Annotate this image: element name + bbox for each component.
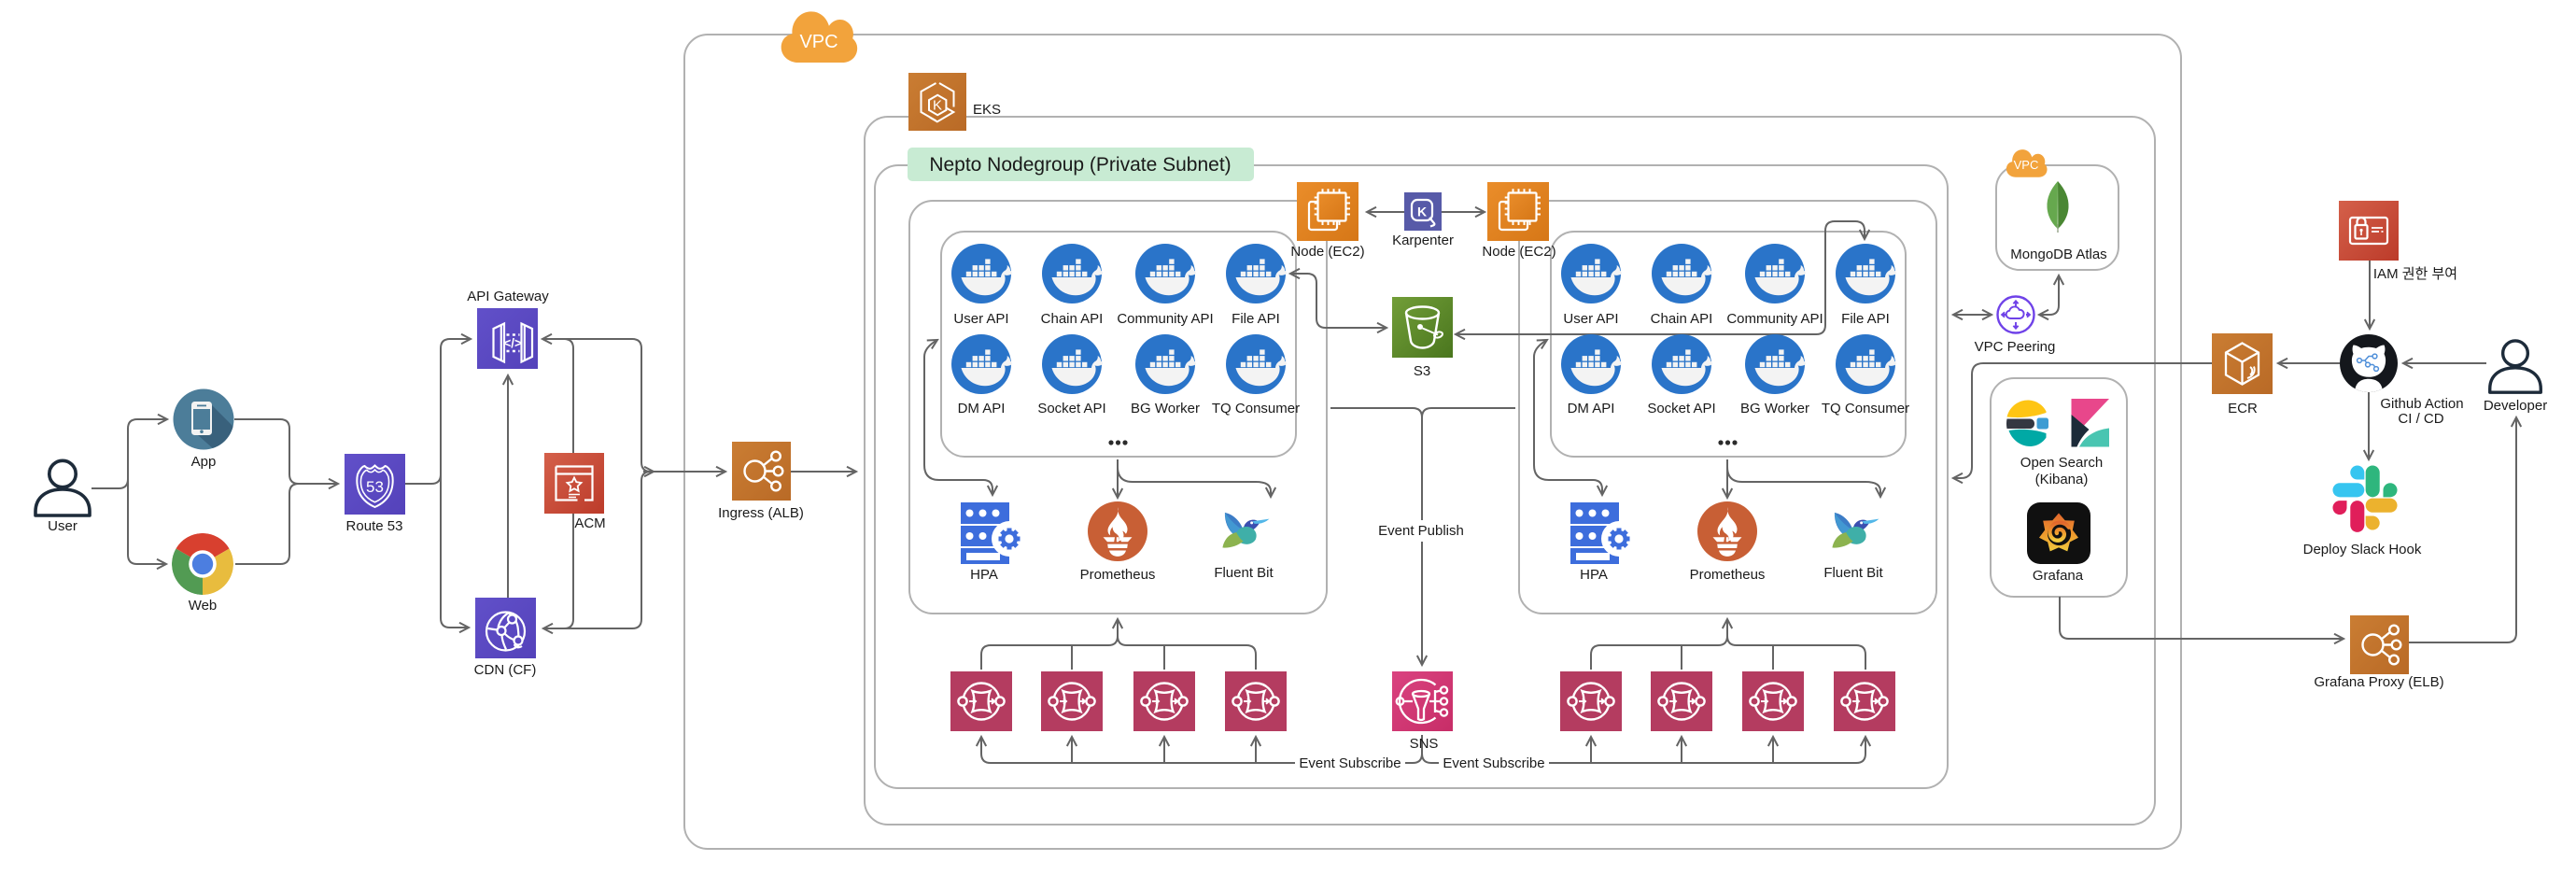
- svg-text:TQ Consumer: TQ Consumer: [1822, 401, 1909, 416]
- svg-text:Fluent Bit: Fluent Bit: [1214, 565, 1274, 581]
- svg-text:ECR: ECR: [2228, 401, 2258, 416]
- svg-text:CI / CD: CI / CD: [2398, 411, 2443, 427]
- svg-text:User: User: [48, 518, 77, 534]
- svg-text:API Gateway: API Gateway: [467, 289, 549, 304]
- svg-text:BG Worker: BG Worker: [1740, 401, 1809, 416]
- svg-text:DM API: DM API: [958, 401, 1006, 416]
- svg-text:Github Action: Github Action: [2380, 396, 2463, 412]
- svg-text:Event Publish: Event Publish: [1378, 523, 1464, 539]
- svg-text:Community API: Community API: [1117, 311, 1213, 327]
- svg-text:Grafana Proxy (ELB): Grafana Proxy (ELB): [2314, 674, 2443, 690]
- svg-text:EKS: EKS: [973, 102, 1001, 118]
- svg-text:K: K: [933, 98, 942, 114]
- svg-text:Prometheus: Prometheus: [1690, 567, 1766, 583]
- svg-text:BG Worker: BG Worker: [1131, 401, 1200, 416]
- svg-text:Deploy Slack Hook: Deploy Slack Hook: [2303, 542, 2422, 557]
- svg-text:HPA: HPA: [970, 567, 998, 583]
- svg-text:K: K: [1417, 205, 1427, 219]
- svg-text:Event Subscribe: Event Subscribe: [1299, 755, 1401, 771]
- svg-text:Chain API: Chain API: [1041, 311, 1104, 327]
- svg-text:Socket API: Socket API: [1037, 401, 1105, 416]
- svg-text:Route 53: Route 53: [346, 518, 403, 534]
- svg-text:53: 53: [366, 478, 384, 496]
- svg-text:Prometheus: Prometheus: [1080, 567, 1156, 583]
- svg-text:Open Search: Open Search: [2020, 455, 2103, 471]
- svg-text:App: App: [191, 454, 217, 470]
- svg-text:(Kibana): (Kibana): [2035, 472, 2089, 487]
- svg-text:Event Subscribe: Event Subscribe: [1443, 755, 1544, 771]
- svg-text:Karpenter: Karpenter: [1392, 233, 1454, 248]
- svg-text:Chain API: Chain API: [1651, 311, 1713, 327]
- svg-text:User API: User API: [953, 311, 1008, 327]
- svg-text:VPC: VPC: [799, 32, 838, 52]
- svg-text:</>: </>: [503, 336, 522, 350]
- svg-text:MongoDB Atlas: MongoDB Atlas: [2010, 247, 2106, 262]
- svg-text:Community API: Community API: [1726, 311, 1823, 327]
- svg-text:Nepto Nodegroup (Private Subne: Nepto Nodegroup (Private Subnet): [929, 154, 1231, 176]
- svg-text:Socket API: Socket API: [1647, 401, 1715, 416]
- svg-text:Fluent Bit: Fluent Bit: [1823, 565, 1883, 581]
- svg-text:VPC: VPC: [2014, 158, 2039, 172]
- svg-text:VPC Peering: VPC Peering: [1975, 339, 2056, 355]
- svg-text:User API: User API: [1563, 311, 1618, 327]
- svg-text:Node (EC2): Node (EC2): [1290, 244, 1364, 260]
- svg-text:Grafana: Grafana: [2033, 568, 2084, 584]
- svg-text:S3: S3: [1414, 363, 1430, 379]
- svg-text:CDN (CF): CDN (CF): [474, 662, 537, 678]
- svg-text:DM API: DM API: [1568, 401, 1615, 416]
- svg-text:TQ Consumer: TQ Consumer: [1212, 401, 1300, 416]
- svg-text:Node (EC2): Node (EC2): [1482, 244, 1555, 260]
- svg-text:ACM: ACM: [574, 515, 605, 531]
- svg-text:Developer: Developer: [2484, 398, 2547, 414]
- svg-text:Web: Web: [189, 598, 218, 614]
- svg-text:IAM 권한 부여: IAM 권한 부여: [2373, 266, 2457, 282]
- svg-text:File API: File API: [1232, 311, 1280, 327]
- svg-text:Ingress (ALB): Ingress (ALB): [718, 505, 804, 521]
- svg-text:HPA: HPA: [1580, 567, 1608, 583]
- svg-text:SNS: SNS: [1410, 736, 1439, 752]
- svg-text:File API: File API: [1841, 311, 1890, 327]
